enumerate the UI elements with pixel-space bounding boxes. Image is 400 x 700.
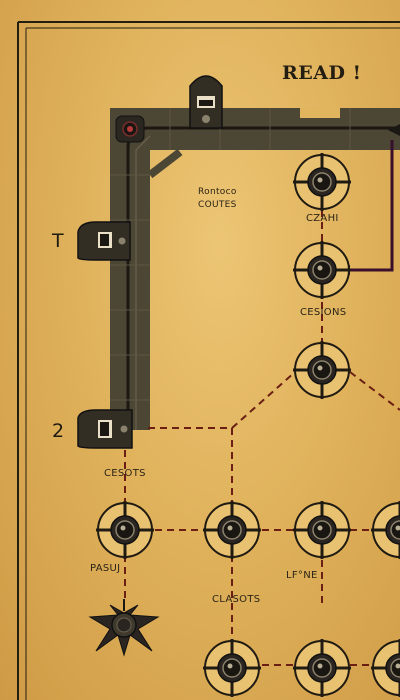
side-mark-upper: T (52, 230, 64, 252)
gate-marker-icon[interactable] (77, 221, 131, 261)
node-mid-label: CESIONS (300, 307, 347, 318)
route-note-label: Rontoco COUTES (198, 186, 237, 212)
beast-token-icon[interactable] (88, 599, 160, 657)
node-top-label: CZAHI (306, 213, 339, 224)
crosshair-node-icon[interactable] (371, 501, 400, 559)
board-frame (17, 21, 400, 700)
route-line (348, 140, 394, 272)
crosshair-node-icon[interactable] (96, 501, 154, 559)
gate-marker-icon[interactable] (77, 409, 133, 449)
node-bottom-mid-label: CLASOTS (212, 594, 261, 605)
node-left-label: CESOTS (104, 468, 146, 479)
crosshair-node-icon[interactable] (293, 639, 351, 697)
node-bottom-left-label: PASUJ (90, 563, 121, 574)
crosshair-node-icon[interactable] (293, 501, 351, 559)
side-mark-lower: 2 (52, 420, 65, 442)
crosshair-node-icon[interactable] (293, 341, 351, 399)
node-bottom-right-label: LF°NE (286, 570, 318, 581)
dashed-routes (124, 210, 400, 666)
gate-markers (77, 75, 223, 449)
crosshair-node-icon[interactable] (371, 639, 400, 697)
gate-marker-icon[interactable] (189, 75, 223, 129)
crosshair-node-icon[interactable] (203, 501, 261, 559)
main-track (110, 108, 400, 430)
crosshair-node-icon[interactable] (293, 241, 351, 299)
board-title: READ ! (282, 62, 362, 84)
crosshair-node-icon[interactable] (203, 639, 261, 697)
shield-marker-icon[interactable] (115, 115, 145, 143)
crosshair-node-icon[interactable] (293, 153, 351, 211)
route-note-text: Rontoco COUTES (198, 187, 237, 210)
